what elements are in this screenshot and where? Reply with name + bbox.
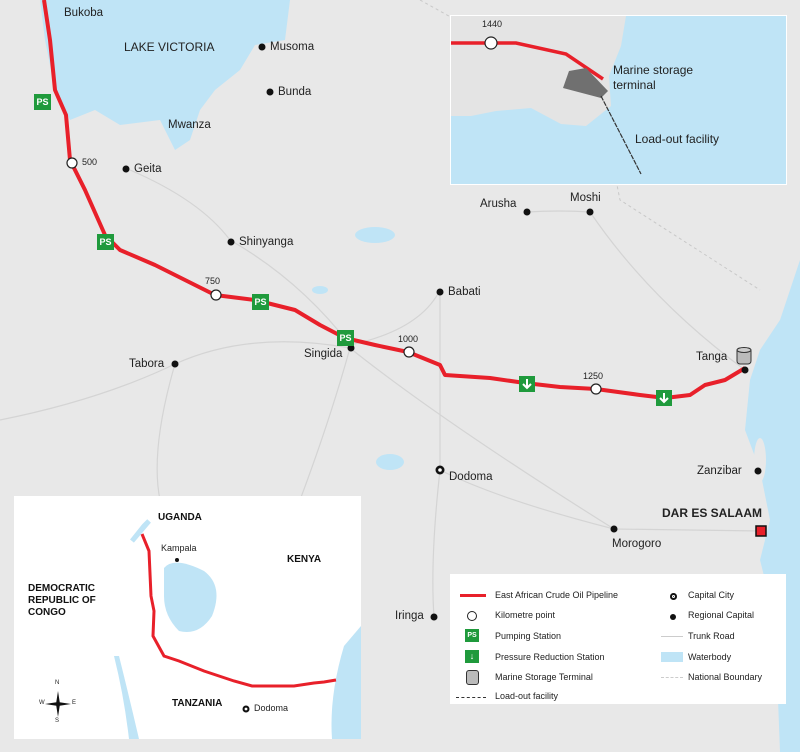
city-label-bunda: Bunda xyxy=(278,86,312,98)
lake xyxy=(312,286,328,294)
inset-dodoma: Dodoma xyxy=(254,703,289,713)
legend-boundary: National Boundary xyxy=(688,672,763,682)
city-dot-arusha xyxy=(523,208,531,216)
marine-storage-terminal-icon xyxy=(736,347,752,365)
lake-victoria xyxy=(40,0,290,150)
city-label-morogoro: Morogoro xyxy=(612,538,662,550)
inset-tanzania: TANZANIA xyxy=(172,698,223,709)
km-point-750 xyxy=(210,289,222,301)
detail-canvas xyxy=(451,16,642,175)
marine-storage-label: Marine storage terminal xyxy=(613,63,694,92)
city-label-dar-es-salaam: DAR ES SALAAM xyxy=(662,506,763,520)
lake xyxy=(355,227,395,243)
legend-loadout: Load-out facility xyxy=(495,691,559,701)
lake-victoria-label: LAKE VICTORIA xyxy=(124,40,215,54)
km-label: 1000 xyxy=(398,334,419,344)
overview-canvas xyxy=(45,519,361,739)
storage-terminal-shape xyxy=(563,68,608,98)
overview-inset: UGANDA Kampala KENYA DEMOCRATIC REPUBLIC… xyxy=(14,496,361,739)
trunk-road-icon xyxy=(661,636,683,637)
load-out-icon xyxy=(456,697,486,698)
city-label-geita: Geita xyxy=(134,163,162,175)
city-label-mwanza: Mwanza xyxy=(168,119,211,131)
city-dot-singida xyxy=(347,344,355,352)
city-label-musoma: Musoma xyxy=(270,41,315,53)
indian-ocean xyxy=(745,260,800,752)
lake xyxy=(376,454,404,470)
legend-km-point: Kilometre point xyxy=(495,610,556,620)
city-label-bukoba: Bukoba xyxy=(64,7,104,19)
legend-pressure: Pressure Reduction Station xyxy=(495,652,605,662)
capital-city-icon xyxy=(435,465,445,475)
pumping-station-icon: PS xyxy=(252,294,269,310)
legend-water: Waterbody xyxy=(688,652,732,662)
pressure-reduction-station-icon xyxy=(519,376,535,392)
city-label-shinyanga: Shinyanga xyxy=(239,236,294,248)
city-dot-moshi xyxy=(586,208,594,216)
national-boundary-icon xyxy=(661,677,683,678)
zanzibar-island xyxy=(754,438,766,482)
compass-w: W xyxy=(39,700,45,706)
pumping-station-icon: PS xyxy=(465,629,479,642)
inset-drc: DEMOCRATIC REPUBLIC OF CONGO xyxy=(28,583,96,618)
city-label-babati: Babati xyxy=(448,286,481,298)
pressure-reduction-station-icon xyxy=(656,390,672,406)
pressure-reduction-icon: ↓ xyxy=(465,650,479,663)
city-label-arusha: Arusha xyxy=(480,198,517,210)
city-label-moshi: Moshi xyxy=(570,192,601,204)
city-dot-tabora xyxy=(171,360,179,368)
legend-pipeline-swatch xyxy=(460,594,486,597)
storage-terminal-icon xyxy=(466,670,479,685)
pumping-station-icon: PS xyxy=(34,94,51,110)
city-dot-morogoro xyxy=(610,525,618,533)
inset-uganda: UGANDA xyxy=(158,512,202,523)
pumping-station-icon: PS xyxy=(337,330,354,346)
city-label-tanga: Tanga xyxy=(696,351,728,363)
city-dot-iringa xyxy=(430,613,438,621)
compass-e: E xyxy=(72,700,77,706)
load-out-label: Load-out facility xyxy=(635,132,720,146)
capital-city-icon xyxy=(670,593,677,600)
city-label-tabora: Tabora xyxy=(129,358,165,370)
pumping-station-icon: PS xyxy=(97,234,114,250)
legend: East African Crude Oil Pipeline Kilometr… xyxy=(450,574,786,704)
city-dot-musoma xyxy=(258,43,266,51)
terminal-detail-inset: 1440 Marine storage terminal Load-out fa… xyxy=(450,15,787,185)
city-dot-zanzibar xyxy=(754,467,762,475)
city-dot-bunda xyxy=(266,88,274,96)
km-label-1440: 1440 xyxy=(482,19,503,29)
city-dot-geita xyxy=(122,165,130,173)
regional-capital-icon xyxy=(670,614,676,620)
city-label-singida: Singida xyxy=(304,348,343,360)
kilometre-point-icon xyxy=(467,611,477,621)
km-point-1250 xyxy=(590,383,602,395)
km-label: 1250 xyxy=(583,371,604,381)
legend-road: Trunk Road xyxy=(688,631,735,641)
city-dot-babati xyxy=(436,288,444,296)
city-label-iringa: Iringa xyxy=(395,610,424,622)
city-dot-tanga xyxy=(741,366,749,374)
legend-regional: Regional Capital xyxy=(688,610,755,620)
load-out-line xyxy=(600,95,642,175)
city-label-zanzibar: Zanzibar xyxy=(697,465,742,477)
compass-s: S xyxy=(55,718,60,724)
km-point-500 xyxy=(66,157,78,169)
compass-n: N xyxy=(55,680,60,686)
legend-capital: Capital City xyxy=(688,590,735,600)
city-dot-shinyanga xyxy=(227,238,235,246)
inset-kampala: Kampala xyxy=(161,543,197,553)
km-label: 750 xyxy=(205,276,221,286)
legend-pipeline: East African Crude Oil Pipeline xyxy=(495,590,619,600)
legend-pumping: Pumping Station xyxy=(495,631,562,641)
legend-storage: Marine Storage Terminal xyxy=(495,672,593,682)
dar-es-salaam-marker xyxy=(755,525,767,537)
inset-kenya: KENYA xyxy=(287,554,322,565)
km-point-1000 xyxy=(403,346,415,358)
compass-rose-icon xyxy=(45,691,71,717)
waterbody-icon xyxy=(661,652,683,662)
km-label: 500 xyxy=(82,157,98,167)
city-label-dodoma: Dodoma xyxy=(449,471,493,483)
